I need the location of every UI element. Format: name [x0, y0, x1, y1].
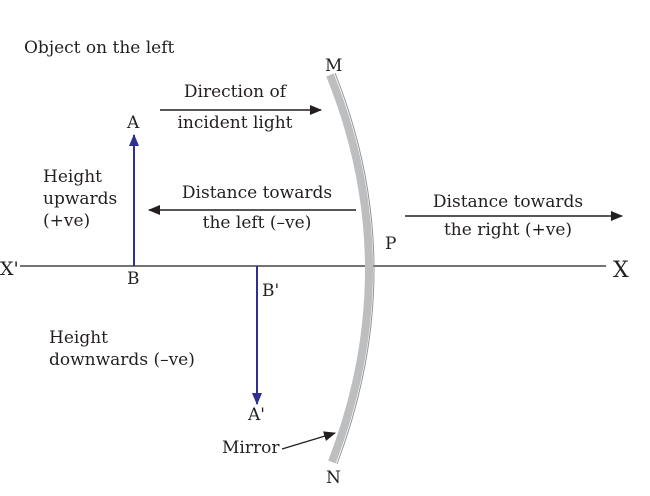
axis-left-label: X': [0, 258, 19, 280]
height-up-line2: upwards: [43, 189, 118, 209]
point-a-prime-label: A': [248, 405, 265, 425]
mirror-pointer-arrow: [281, 431, 336, 450]
height-upwards-label: Height upwards (+ve): [43, 166, 117, 232]
object-on-left-label: Object on the left: [24, 38, 175, 58]
height-up-line3: (+ve): [43, 211, 91, 231]
point-b-prime-label: B': [262, 281, 280, 301]
point-a-label: A: [127, 113, 140, 133]
mirror-edge: [334, 72, 375, 465]
mirror-label: Mirror: [222, 438, 280, 458]
pole-label-p: P: [385, 234, 397, 254]
distance-left-line2: the left (–ve): [202, 213, 312, 233]
incident-light-label: Direction of incident light: [160, 81, 310, 134]
mirror-curve: [326, 73, 373, 464]
height-up-line1: Height: [43, 167, 102, 187]
height-down-line1: Height: [49, 328, 108, 348]
height-down-line2: downwards (–ve): [49, 350, 195, 370]
incident-light-line2: incident light: [177, 113, 293, 133]
axis-right-label: X: [613, 258, 629, 283]
distance-right-line2: the right (+ve): [443, 220, 573, 240]
distance-left-label: Distance towards the left (–ve): [167, 182, 347, 234]
mirror-bottom-label-n: N: [326, 468, 341, 488]
distance-right-line1: Distance towards: [432, 192, 584, 212]
incident-light-line1: Direction of: [183, 82, 287, 102]
distance-right-label: Distance towards the right (+ve): [418, 191, 598, 241]
distance-left-line1: Distance towards: [181, 183, 333, 203]
point-b-label: B: [127, 269, 140, 289]
mirror-top-label-m: M: [325, 56, 343, 76]
height-downwards-label: Height downwards (–ve): [49, 327, 195, 371]
